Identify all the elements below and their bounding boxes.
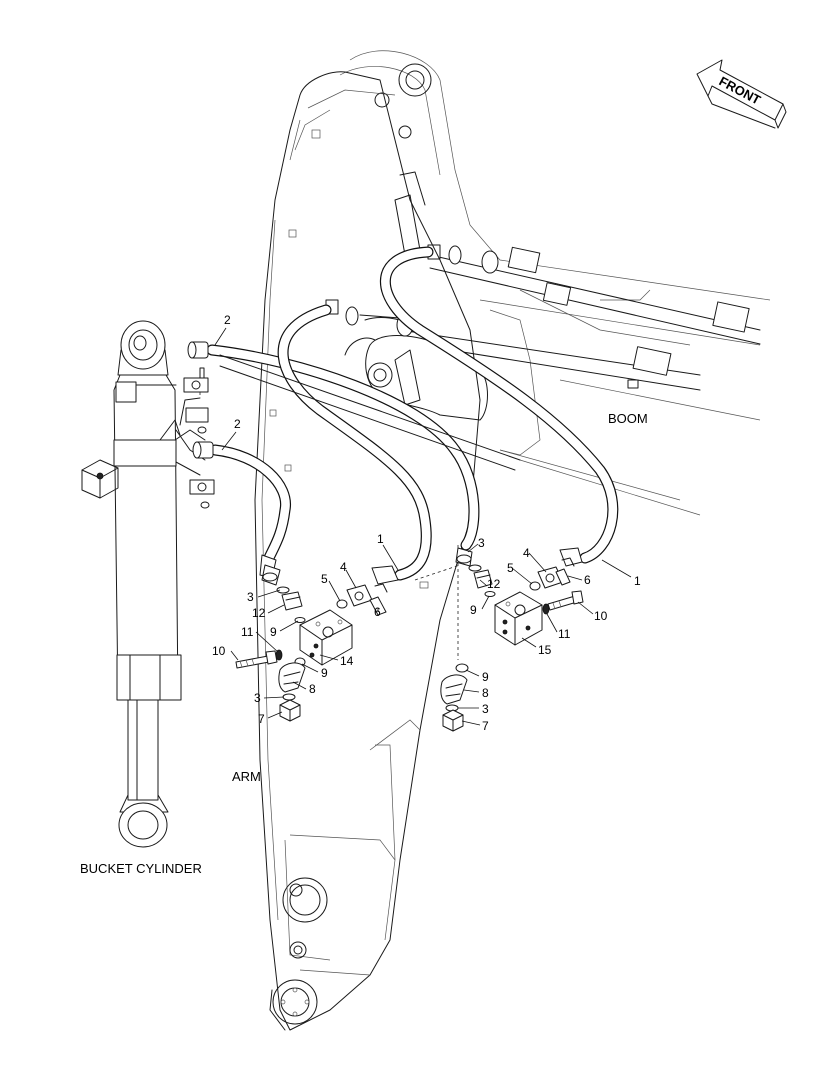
callout-hose-2-bottom: 2 (234, 417, 241, 431)
callout-nut-7-left: 7 (258, 712, 265, 726)
callout-hose-2-top: 2 (224, 313, 231, 327)
callout-oring-3-left-top: 3 (247, 590, 254, 604)
callout-oring-3-left-bottom: 3 (254, 691, 261, 705)
right-fitting-assembly (440, 547, 584, 732)
callout-oring-3-right-top: 3 (478, 536, 485, 550)
callout-block-15: 15 (538, 643, 552, 657)
hose-2-bottom (192, 441, 291, 579)
callout-oring-9-right-top: 9 (470, 603, 477, 617)
callout-flange-4-left: 4 (340, 560, 347, 574)
callout-bolt-6-right: 6 (584, 573, 591, 587)
hose-1-left (277, 304, 432, 585)
callout-adapter-12-left: 12 (252, 606, 266, 620)
callout-flange-4-right: 4 (523, 546, 530, 560)
callout-oring-9-right-bottom: 9 (482, 670, 489, 684)
callout-bolt-10-right: 10 (594, 609, 608, 623)
hoses (187, 246, 619, 660)
callout-oring-9-left-bottom: 9 (321, 666, 328, 680)
arm-label: ARM (232, 769, 261, 784)
boom-structure (325, 50, 771, 516)
callout-numbers: 2 2 1 1 3 12 9 11 10 14 9 8 3 7 5 4 6 3 … (212, 313, 641, 733)
callout-elbow-8-left: 8 (309, 682, 316, 696)
boom-label: BOOM (608, 411, 648, 426)
callout-oring-5-right: 5 (507, 561, 514, 575)
arm-structure (254, 71, 481, 1031)
bucket-cylinder (81, 320, 215, 848)
callout-washer-11-left: 11 (241, 625, 254, 639)
callout-oring-5-left: 5 (321, 572, 328, 586)
leader-lines (214, 327, 632, 726)
callout-oring-3-right-bottom: 3 (482, 702, 489, 716)
callout-hose-1-left: 1 (377, 532, 384, 546)
front-direction-arrow: FRONT (696, 59, 787, 129)
callout-block-14: 14 (340, 654, 354, 668)
left-fitting-assembly (235, 564, 388, 722)
callout-bolt-10-left: 10 (212, 644, 226, 658)
callout-washer-11-right: 11 (558, 627, 571, 641)
hose-1-right (380, 246, 619, 567)
callout-hose-1-right: 1 (634, 574, 641, 588)
callout-bolt-6-left: 6 (374, 605, 381, 619)
callout-elbow-8-right: 8 (482, 686, 489, 700)
callout-nut-7-right: 7 (482, 719, 489, 733)
callout-adapter-12-right: 12 (487, 577, 501, 591)
callout-oring-9-left-top: 9 (270, 625, 277, 639)
bucket-cylinder-label: BUCKET CYLINDER (80, 861, 202, 876)
